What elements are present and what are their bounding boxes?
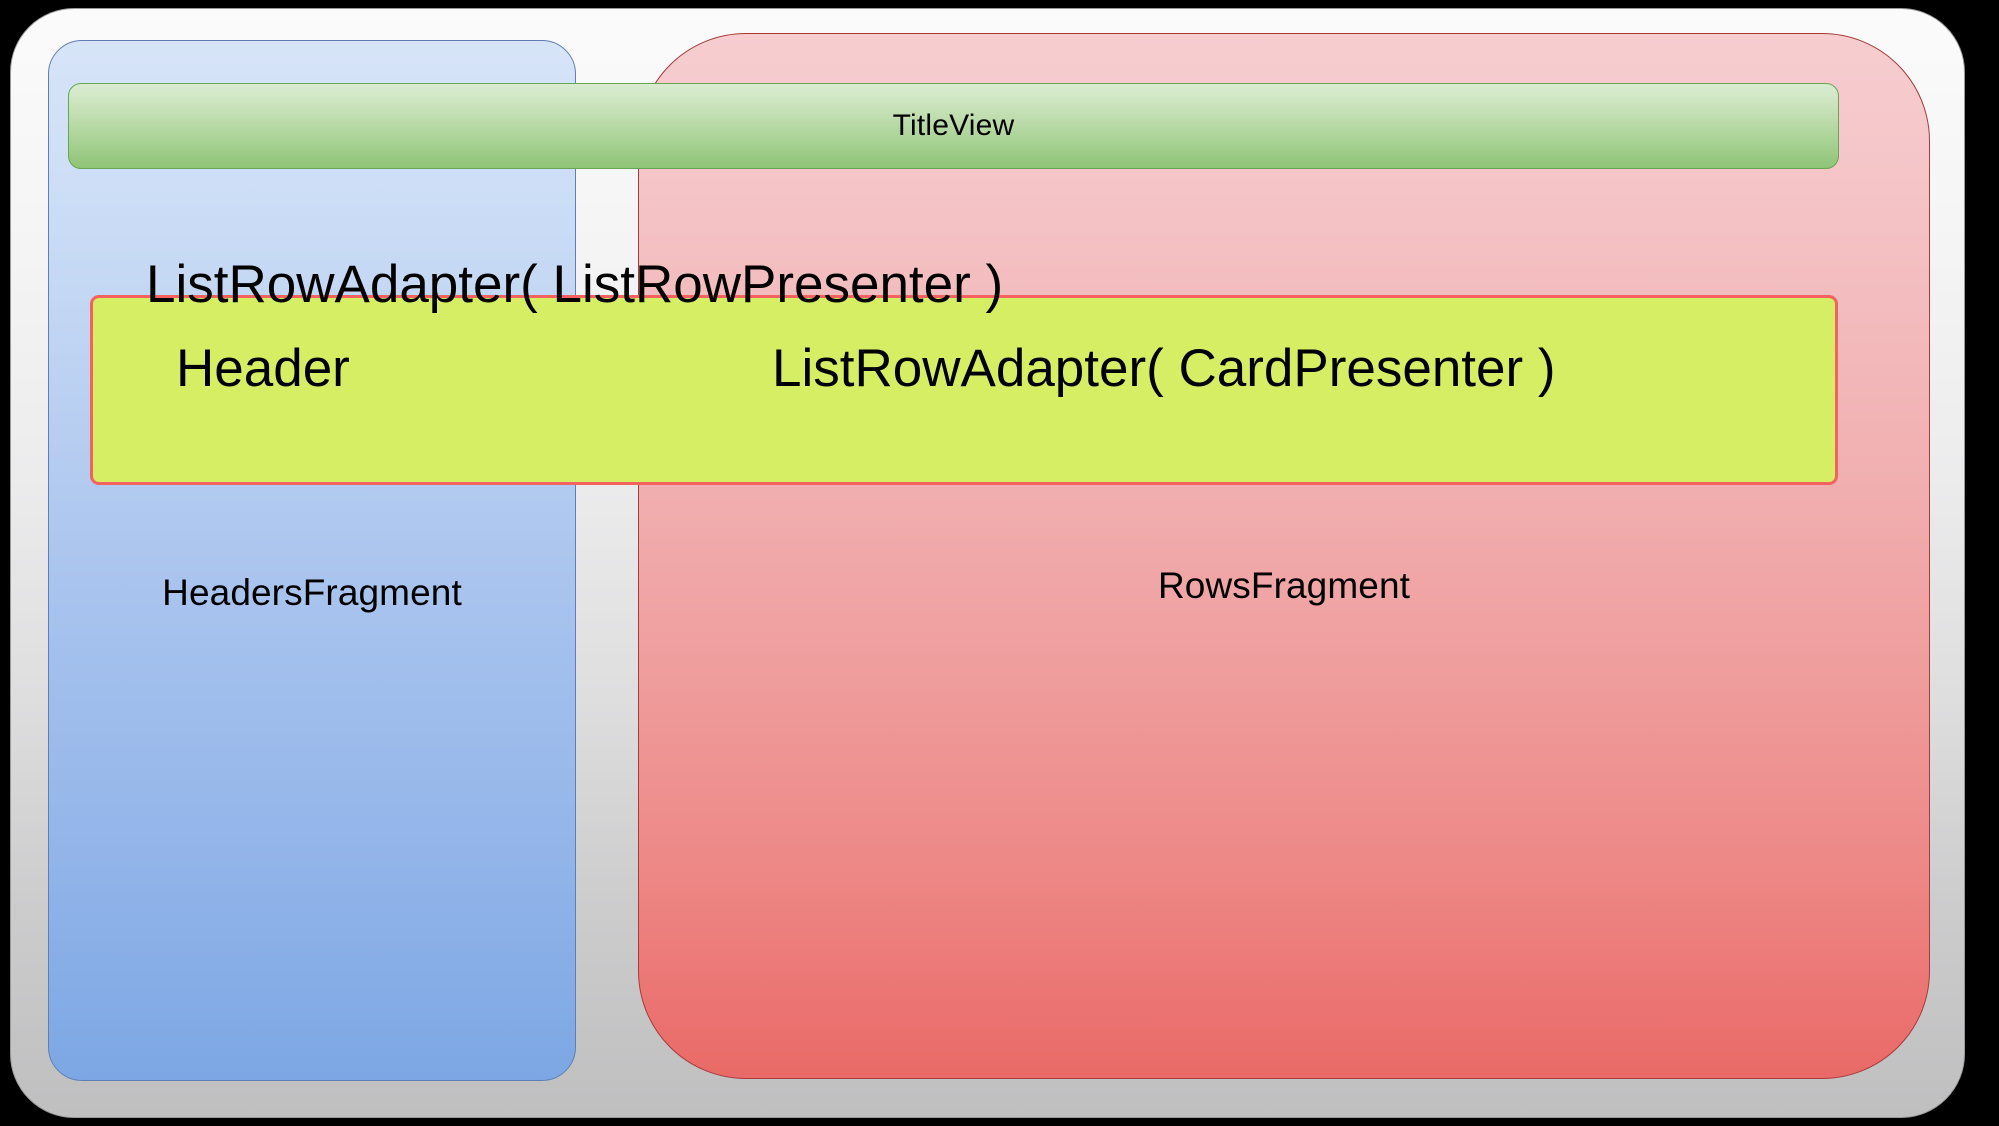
- title-view-label: TitleView: [892, 109, 1015, 142]
- headers-fragment-label: HeadersFragment: [162, 572, 462, 613]
- list-row-box[interactable]: [90, 295, 1838, 485]
- headers-fragment-panel[interactable]: HeadersFragment: [48, 40, 576, 1081]
- rows-fragment-label: RowsFragment: [1157, 565, 1411, 606]
- card-presenter-label: ListRowAdapter( CardPresenter ): [772, 339, 1556, 398]
- header-cell-label: Header: [176, 339, 350, 398]
- list-row-adapter-caption: ListRowAdapter( ListRowPresenter ): [146, 255, 1004, 314]
- rows-fragment-panel[interactable]: RowsFragment: [638, 33, 1930, 1079]
- title-view-band[interactable]: TitleView: [68, 83, 1839, 169]
